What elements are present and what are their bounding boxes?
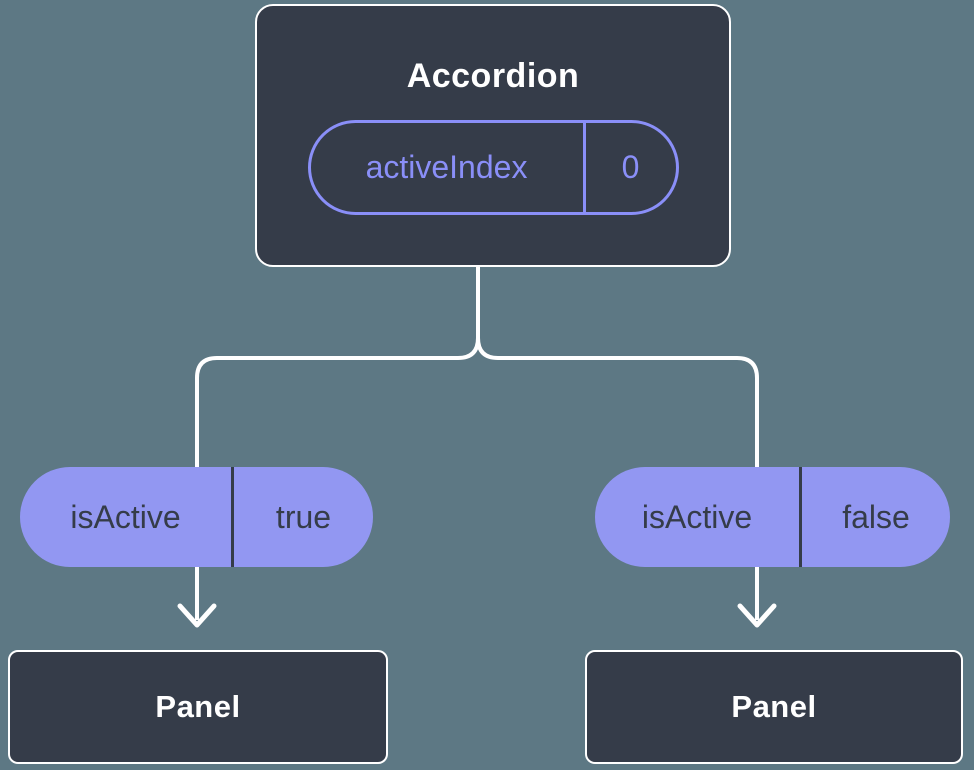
prop-value-label: true bbox=[275, 498, 332, 535]
panel-node-title: Panel bbox=[155, 689, 241, 724]
arrow-right-head bbox=[737, 603, 777, 628]
pill-divider bbox=[231, 467, 234, 567]
accordion-state-pill: activeIndex 0 bbox=[307, 119, 679, 215]
accordion-node: Accordion activeIndex 0 bbox=[255, 4, 731, 267]
prop-name-label: isActive bbox=[641, 498, 753, 535]
panel-node-right: Panel bbox=[585, 650, 963, 764]
branch-left-line bbox=[195, 266, 480, 468]
panel-node-title: Panel bbox=[731, 689, 817, 724]
prop-value-label: false bbox=[842, 498, 910, 535]
state-name-label: activeIndex bbox=[365, 148, 528, 185]
arrow-left-head bbox=[177, 603, 217, 628]
branch-right-line bbox=[476, 266, 759, 468]
panel-left-prop-pill: isActive true bbox=[20, 467, 373, 567]
panel-node-left: Panel bbox=[8, 650, 388, 764]
panel-right-prop-pill: isActive false bbox=[595, 467, 950, 567]
prop-name-label: isActive bbox=[70, 498, 181, 535]
pill-divider bbox=[799, 467, 802, 567]
accordion-node-title: Accordion bbox=[406, 56, 580, 95]
state-value-label: 0 bbox=[621, 148, 640, 185]
pill-divider bbox=[582, 122, 586, 212]
